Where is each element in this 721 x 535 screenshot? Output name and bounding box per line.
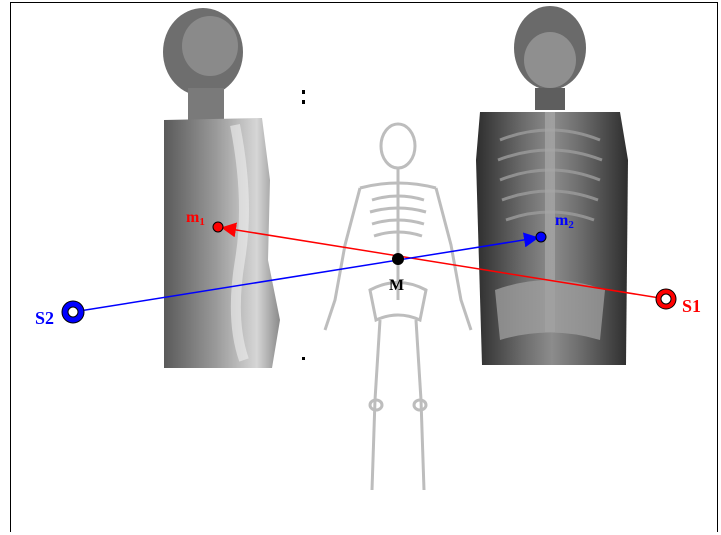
tick-mark: [302, 100, 305, 104]
label-s1: S1: [682, 296, 701, 316]
midpoint-marker: [392, 253, 404, 265]
m1-point: [213, 222, 223, 232]
label-s2: S2: [35, 308, 54, 328]
source-2-marker: [62, 301, 84, 323]
tick-mark: [302, 90, 305, 94]
label-midpoint: M: [389, 277, 404, 294]
frontal-xray-image: [476, 6, 628, 365]
lateral-xray-image: [163, 8, 280, 368]
tick-mark: [302, 357, 305, 360]
m2-point: [536, 232, 546, 242]
skeleton-figure: [325, 124, 471, 490]
source-1-marker: [656, 289, 676, 309]
ray-s2-to-m2: [73, 238, 536, 312]
